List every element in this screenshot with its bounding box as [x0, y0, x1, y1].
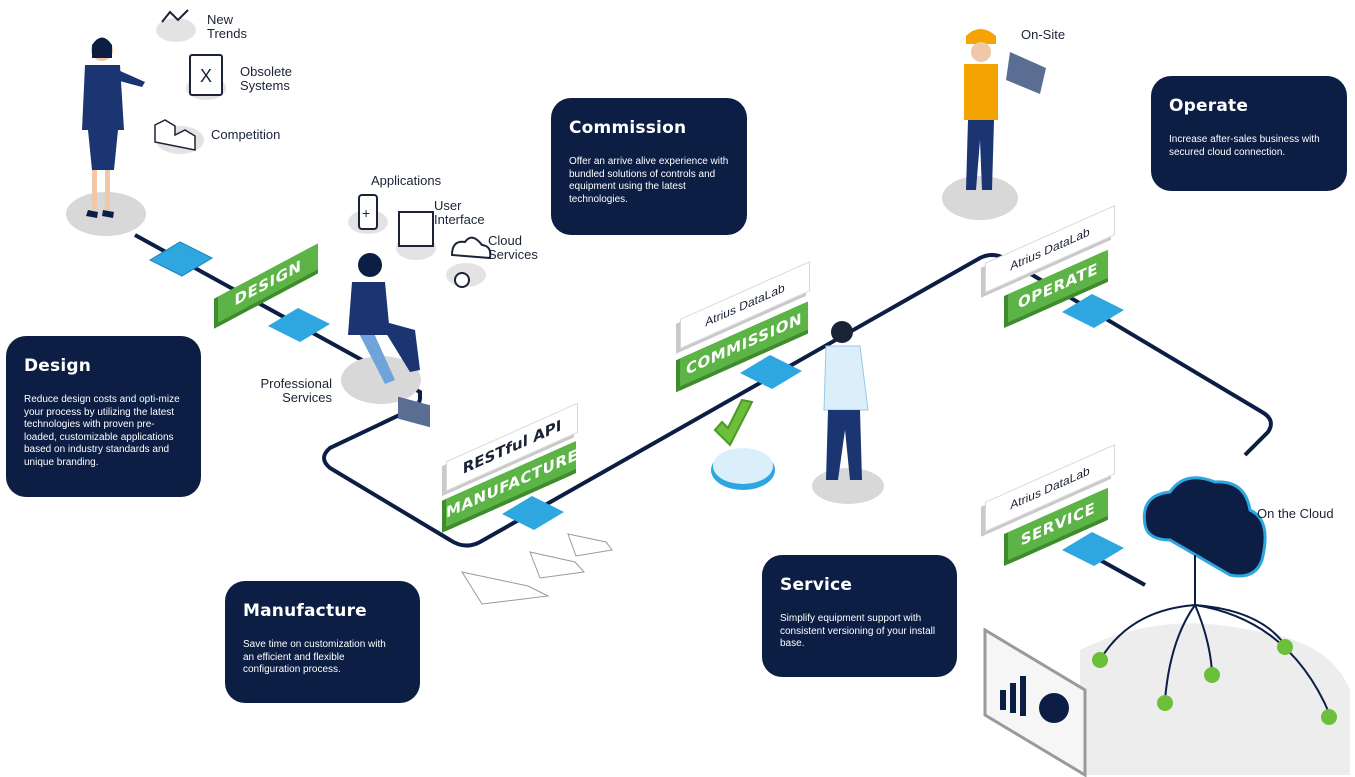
user-interface-label: User Interface	[434, 198, 485, 227]
operate-card: Operate Increase after-sales business wi…	[1151, 76, 1347, 191]
manufacture-card: Manufacture Save time on customization w…	[225, 581, 420, 703]
design-card: Design Reduce design costs and opti-mize…	[6, 336, 201, 497]
analytics-screen-icon	[983, 627, 1087, 777]
on-the-cloud-label: On the Cloud	[1257, 506, 1334, 521]
professional-services-label: Professional Services	[260, 376, 332, 405]
manufacture-card-title: Manufacture	[243, 601, 367, 621]
thinking-person-icon	[823, 321, 869, 480]
new-trends-label: New Trends	[207, 12, 247, 41]
operate-card-text: Increase after-sales business with secur…	[1169, 134, 1320, 158]
design-card-title: Design	[24, 356, 92, 376]
seated-developer-icon	[348, 253, 430, 428]
node-manufacture	[502, 496, 564, 530]
manufacture-card-text: Save time on customization with an effic…	[243, 639, 386, 675]
man-platform	[812, 468, 884, 504]
user-interface-icon	[398, 211, 434, 247]
node-commission	[740, 355, 802, 389]
barcode-labels-icon	[460, 533, 613, 605]
commission-card: Commission Offer an arrive alive experie…	[551, 98, 747, 235]
podium-icon	[154, 119, 196, 151]
service-card: Service Simplify equipment support with …	[762, 555, 957, 677]
svg-text:+: +	[362, 205, 370, 221]
location-pins	[1092, 639, 1337, 725]
design-card-text: Reduce design costs and opti-mize your p…	[24, 394, 180, 468]
svg-text:X: X	[200, 66, 212, 86]
service-card-title: Service	[780, 575, 853, 595]
service-card-text: Simplify equipment support with consiste…	[780, 613, 936, 649]
gear-icon	[454, 272, 470, 288]
commission-card-text: Offer an arrive alive experience with bu…	[569, 156, 729, 205]
cloud-icon	[1142, 476, 1267, 578]
operate-card-title: Operate	[1169, 96, 1249, 116]
cloud-services-label: Cloud Services	[488, 233, 538, 262]
node-operate	[1062, 294, 1124, 328]
obsolete-systems-label: Obsolete Systems	[240, 64, 293, 93]
cloud-services-icon	[450, 236, 492, 260]
worker-platform	[942, 176, 1018, 220]
node-design	[148, 241, 214, 277]
service-link	[1099, 558, 1146, 587]
checkmark-icon	[713, 398, 754, 447]
applications-label: Applications	[371, 173, 442, 188]
commission-card-title: Commission	[569, 118, 687, 138]
node-design-2	[268, 308, 330, 342]
trend-icon	[161, 9, 189, 23]
pro-services-platform	[341, 356, 421, 404]
node-service	[1062, 532, 1124, 566]
cloud-links	[1099, 555, 1331, 716]
competition-label: Competition	[211, 127, 281, 142]
world-map-icon	[1080, 623, 1350, 775]
designer-person-icon	[82, 37, 145, 218]
onsite-worker-icon	[964, 29, 1046, 190]
on-site-label: On-Site	[1021, 27, 1066, 42]
mobile-app-icon	[358, 194, 378, 230]
obsolete-monitor-icon	[189, 54, 223, 96]
